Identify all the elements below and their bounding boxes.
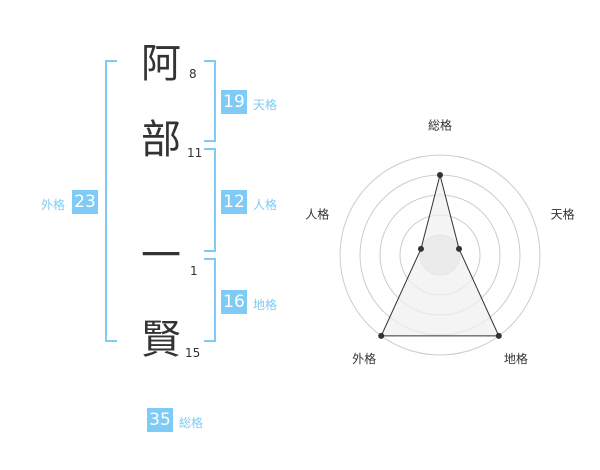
stroke-count-3: 1: [190, 264, 198, 278]
soukaku-value: 35: [147, 408, 173, 432]
gaikaku-bracket: [105, 60, 117, 342]
radar-axis-label-2: 地格: [504, 351, 528, 366]
radar-axis-label-0: 総格: [428, 118, 452, 133]
jinkaku-bracket: [204, 148, 216, 252]
radar-axis-label-3: 外格: [352, 351, 376, 366]
chikaku-bracket: [204, 258, 216, 342]
soukaku-label: 総格: [179, 416, 204, 430]
radar-point-0: [437, 172, 443, 178]
tenkaku-bracket: [204, 60, 216, 142]
name-char-3: 一: [141, 233, 181, 279]
name-char-4: 賢: [141, 317, 181, 363]
radar-point-1: [456, 245, 463, 252]
name-char-1: 阿: [141, 41, 181, 87]
chikaku-value: 16: [221, 290, 247, 314]
radar-axis-label-4: 人格: [305, 207, 329, 222]
radar-point-2: [495, 332, 502, 339]
chikaku-label: 地格: [253, 298, 278, 312]
stroke-count-2: 11: [187, 146, 203, 160]
jinkaku-value: 12: [221, 190, 247, 214]
radar-point-4: [417, 245, 424, 252]
stroke-count-1: 8: [189, 67, 197, 81]
gaikaku-value: 23: [72, 190, 98, 214]
tenkaku-value: 19: [221, 90, 247, 114]
radar-axis-label-1: 天格: [551, 207, 575, 222]
jinkaku-label: 人格: [253, 198, 278, 212]
tenkaku-label: 天格: [253, 98, 278, 112]
gaikaku-label: 外格: [41, 198, 66, 212]
radar-point-3: [378, 332, 385, 339]
stroke-count-4: 15: [185, 346, 201, 360]
radar-area: [380, 174, 500, 337]
name-char-2: 部: [141, 117, 181, 163]
